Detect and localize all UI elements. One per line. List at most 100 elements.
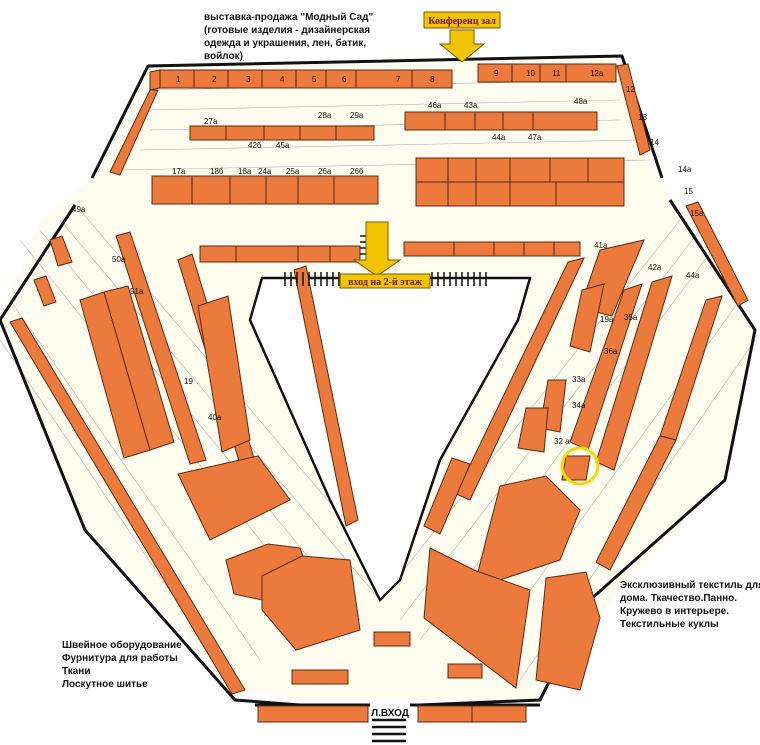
- booth[interactable]: [325, 69, 357, 89]
- booth[interactable]: [335, 125, 375, 141]
- booth[interactable]: [149, 69, 161, 91]
- booth[interactable]: [293, 265, 359, 527]
- booth[interactable]: [227, 69, 263, 89]
- booth[interactable]: [444, 111, 476, 131]
- conference-hall-sign[interactable]: [423, 11, 501, 29]
- booth[interactable]: [553, 241, 581, 257]
- booth[interactable]: [403, 241, 455, 257]
- booth[interactable]: [261, 69, 297, 89]
- booth[interactable]: [447, 663, 483, 679]
- svg-text:Лоскутное шитье: Лоскутное шитье: [62, 679, 148, 690]
- booths-right: [417, 201, 749, 723]
- booth[interactable]: [297, 175, 335, 205]
- booth[interactable]: [685, 201, 749, 307]
- booth[interactable]: [291, 669, 349, 685]
- svg-text:Фурнитура для работы: Фурнитура для работы: [62, 652, 178, 664]
- booth-number: 9: [494, 69, 499, 78]
- booth[interactable]: [191, 175, 231, 205]
- booth[interactable]: [193, 69, 229, 89]
- booth[interactable]: [523, 241, 555, 257]
- booth-number: 26a: [318, 167, 332, 176]
- outer-wall-right: [419, 199, 757, 707]
- booth[interactable]: [595, 435, 677, 571]
- booth[interactable]: [415, 157, 449, 183]
- booth[interactable]: [509, 181, 557, 207]
- booth-number: 40a: [208, 413, 222, 422]
- booth[interactable]: [49, 235, 73, 267]
- booth[interactable]: [453, 241, 495, 257]
- svg-text:одежда и украшения, лен, батик: одежда и украшения, лен, батик,: [204, 37, 366, 49]
- booth[interactable]: [225, 125, 265, 141]
- booth[interactable]: [475, 181, 511, 207]
- booth[interactable]: [475, 157, 511, 183]
- booth[interactable]: [549, 157, 589, 183]
- booth[interactable]: [151, 175, 193, 205]
- booth-number: 24a: [258, 167, 272, 176]
- booth[interactable]: [587, 157, 625, 183]
- booth-number: 10: [526, 69, 535, 78]
- booth[interactable]: [257, 705, 369, 723]
- booth-number: 43a: [464, 101, 478, 110]
- booth[interactable]: [423, 457, 471, 535]
- booth[interactable]: [109, 89, 159, 176]
- booth[interactable]: [423, 547, 531, 689]
- booth[interactable]: [569, 283, 605, 353]
- booth[interactable]: [199, 245, 237, 263]
- second-floor-sign[interactable]: [339, 273, 431, 289]
- booth[interactable]: [404, 111, 446, 131]
- booths-left: [9, 231, 411, 723]
- booth[interactable]: [517, 407, 549, 453]
- booth-number: 11: [552, 69, 561, 78]
- booth[interactable]: [189, 125, 227, 141]
- booth[interactable]: [177, 455, 291, 541]
- booth[interactable]: [415, 181, 449, 207]
- booth[interactable]: [355, 69, 413, 89]
- booth[interactable]: [411, 69, 453, 89]
- booth-number: 13: [638, 113, 647, 122]
- booth[interactable]: [447, 157, 477, 183]
- booth[interactable]: [295, 69, 327, 89]
- booth[interactable]: [9, 317, 246, 695]
- booth[interactable]: [373, 631, 411, 647]
- booth[interactable]: [502, 111, 534, 131]
- svg-text:выставка-продажа "Модный Сад": выставка-продажа "Модный Сад": [204, 12, 373, 23]
- booth-number: 15: [684, 187, 693, 196]
- booth[interactable]: [616, 63, 651, 156]
- booth-number: 19a: [600, 315, 614, 324]
- booth[interactable]: [265, 175, 299, 205]
- booth[interactable]: [229, 175, 267, 205]
- arrow-down-icon: [352, 221, 402, 277]
- booth[interactable]: [103, 285, 175, 451]
- booth[interactable]: [235, 245, 299, 263]
- booth[interactable]: [115, 231, 207, 465]
- booth[interactable]: [417, 705, 473, 723]
- booth[interactable]: [297, 245, 331, 263]
- booth-number: 18a: [238, 167, 252, 176]
- booth[interactable]: [555, 181, 625, 207]
- booth-number: 48a: [574, 97, 588, 106]
- booth[interactable]: [493, 241, 525, 257]
- booth-number: 44a: [492, 133, 506, 142]
- booth[interactable]: [447, 181, 477, 207]
- booth[interactable]: [455, 257, 585, 501]
- booth[interactable]: [333, 175, 379, 205]
- booth-number: 4: [280, 75, 285, 84]
- booth-number: 44a: [686, 271, 700, 280]
- booth[interactable]: [299, 125, 337, 141]
- booth[interactable]: [471, 705, 527, 723]
- stairs-entrance: [372, 718, 406, 743]
- booth[interactable]: [475, 475, 581, 581]
- booth[interactable]: [565, 63, 617, 83]
- booth[interactable]: [595, 275, 673, 471]
- left-note: Швейное оборудование Фурнитура для работ…: [62, 639, 182, 690]
- booth[interactable]: [197, 295, 251, 453]
- booth[interactable]: [474, 111, 504, 131]
- booth[interactable]: [261, 555, 361, 651]
- booth[interactable]: [263, 125, 301, 141]
- booth[interactable]: [509, 157, 551, 183]
- booth[interactable]: [33, 275, 57, 307]
- booth[interactable]: [535, 571, 601, 691]
- booth-number: 1: [176, 75, 181, 84]
- booth[interactable]: [532, 111, 598, 131]
- booth-number: 25a: [286, 167, 300, 176]
